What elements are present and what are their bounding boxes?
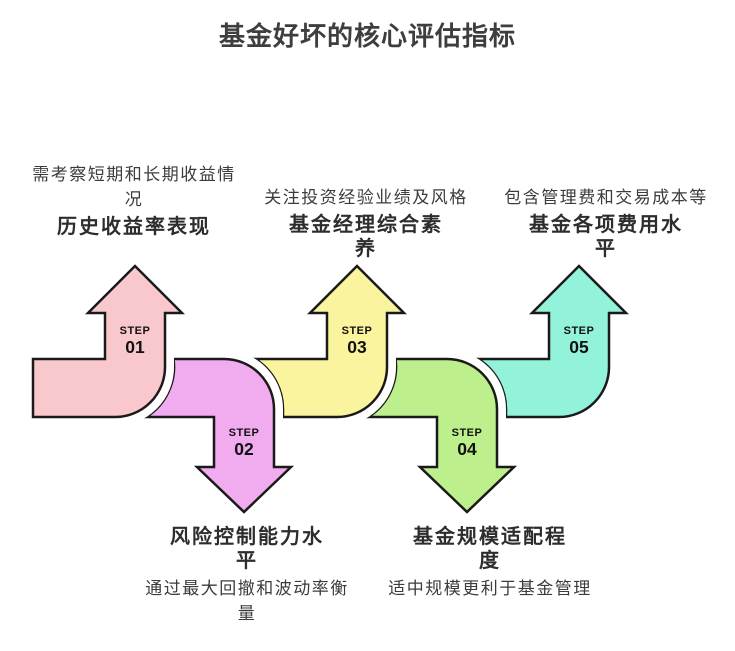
- step-1-arrow-group: STEP 01: [24, 257, 191, 426]
- step-5-description: 包含管理费和交易成本等: [504, 188, 708, 207]
- step-2-description: 通过最大回撤和波动率衡量: [145, 579, 349, 623]
- step-4-description: 适中规模更利于基金管理: [388, 579, 592, 598]
- diagram-title: 基金好坏的核心评估指标: [218, 21, 516, 51]
- step-5-heading: 基金各项费用水平: [529, 214, 683, 260]
- step-4-label: STEP: [452, 427, 483, 439]
- step-2-arrow-group: STEP 02: [137, 350, 300, 521]
- step-2-heading: 风险控制能力水平: [170, 526, 324, 572]
- step-3-number: 03: [347, 337, 367, 357]
- step-4-heading: 基金规模适配程度: [413, 526, 567, 572]
- step-3-text-block: 关注投资经验业绩及风格 基金经理综合素养: [260, 185, 472, 261]
- step-1-arrow: [31, 264, 186, 419]
- step-5-label: STEP: [564, 325, 595, 337]
- step-5-number: 05: [569, 337, 589, 357]
- step-2-label: STEP: [229, 427, 260, 439]
- step-5-text-block: 包含管理费和交易成本等 基金各项费用水平: [500, 185, 712, 261]
- step-1-label: STEP: [120, 325, 151, 337]
- step-2-text-block: 风险控制能力水平 通过最大回撤和波动率衡量: [141, 525, 353, 626]
- step-3-description: 关注投资经验业绩及风格: [264, 188, 468, 207]
- step-1-description: 需考察短期和长期收益情况: [32, 165, 236, 209]
- step-2-number: 02: [234, 439, 254, 459]
- step-3-label: STEP: [342, 325, 373, 337]
- step-3-heading: 基金经理综合素养: [289, 214, 443, 260]
- step-4-number: 04: [457, 439, 477, 459]
- step-1-heading: 历史收益率表现: [57, 216, 211, 238]
- step-4-text-block: 基金规模适配程度 适中规模更利于基金管理: [384, 525, 596, 601]
- step-1-text-block: 需考察短期和长期收益情况 历史收益率表现: [28, 162, 240, 239]
- step-1-number: 01: [125, 337, 145, 357]
